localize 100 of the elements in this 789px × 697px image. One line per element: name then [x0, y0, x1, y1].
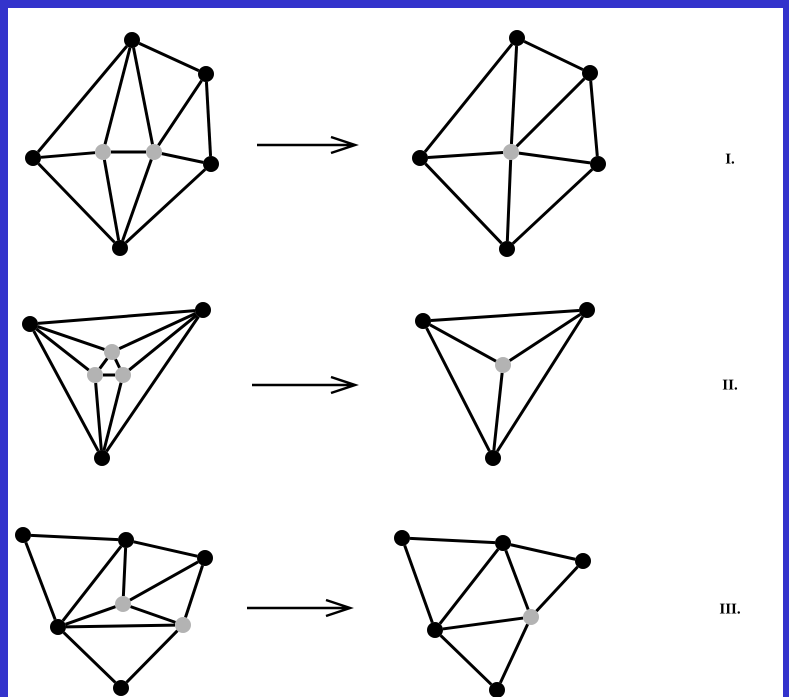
removed-vertex	[115, 596, 131, 612]
graph-edge	[32, 330, 100, 452]
graph-edge	[133, 540, 198, 558]
graph-vertex	[197, 550, 213, 566]
graph-edge	[98, 358, 108, 370]
graph-edge	[403, 545, 434, 623]
removed-vertex	[523, 609, 539, 625]
graph-edge	[425, 327, 491, 452]
graph-vertex	[575, 553, 591, 569]
graph-edge	[589, 80, 599, 156]
graph-edge	[504, 550, 530, 610]
graph-edge	[157, 80, 203, 146]
graph-vertex	[495, 535, 511, 551]
graph-edge	[516, 78, 586, 148]
graph-vertex	[113, 680, 129, 696]
graph-vertex	[412, 150, 428, 166]
graph-vertex	[198, 66, 214, 82]
graph-edge	[510, 543, 576, 561]
graph-edge	[204, 82, 212, 156]
graph-edge	[121, 159, 153, 241]
graph-edge	[424, 162, 503, 244]
removed-vertex	[87, 367, 103, 383]
graph-edge	[508, 313, 582, 362]
graph-edge	[38, 309, 196, 325]
graph-edge	[518, 152, 590, 164]
graph-edge	[66, 624, 176, 628]
graph-vertex	[427, 622, 443, 638]
graph-edge	[510, 46, 518, 144]
graph-edge	[138, 42, 200, 72]
graph-edge	[102, 160, 120, 240]
removed-vertex	[95, 144, 111, 160]
graph-edge	[130, 605, 176, 624]
graph-vertex	[394, 530, 410, 546]
graph-edge	[128, 314, 198, 372]
graph-vertex	[590, 156, 606, 172]
graph-vertex	[485, 450, 501, 466]
graph-edge	[430, 309, 580, 322]
graph-vertex	[50, 619, 66, 635]
removed-vertex	[115, 367, 131, 383]
graph-vertex	[112, 240, 128, 256]
graph-edge	[105, 316, 200, 452]
graph-vertex	[195, 302, 211, 318]
graph-edge	[37, 162, 116, 244]
graph-edge	[126, 630, 178, 684]
graph-vertex	[15, 527, 31, 543]
graph-edge	[496, 316, 584, 452]
graph-edge	[424, 43, 514, 153]
graph-edge	[35, 328, 90, 372]
graph-edge	[492, 372, 504, 450]
removed-vertex	[503, 144, 519, 160]
graph-vertex	[489, 682, 505, 697]
graph-edge	[103, 374, 115, 376]
graph-edge	[65, 605, 116, 626]
step-label: I.	[725, 152, 735, 168]
graph-vertex	[499, 241, 515, 257]
graph-edge	[62, 545, 122, 622]
graph-vertex	[203, 156, 219, 172]
graph-vertex	[94, 450, 110, 466]
graph-edge	[24, 542, 57, 620]
graph-edge	[102, 382, 122, 451]
graph-edge	[124, 168, 206, 244]
graph-vertex	[509, 30, 525, 46]
graph-edge	[438, 548, 500, 625]
removed-vertex	[495, 357, 511, 373]
graph-edge	[111, 150, 146, 154]
step-label: II.	[722, 378, 738, 394]
graph-edge	[114, 358, 121, 368]
graph-edge	[442, 616, 524, 630]
graph-edge	[440, 634, 492, 686]
graph-edge	[129, 560, 199, 602]
graph-edge	[506, 160, 512, 242]
graph-edge	[40, 151, 96, 159]
graph-edge	[512, 168, 594, 245]
removed-vertex	[146, 144, 162, 160]
graph-edge	[132, 48, 154, 144]
graph-edge	[184, 565, 204, 618]
graph-edge	[62, 631, 116, 684]
graph-vertex	[25, 150, 41, 166]
graph-edge	[410, 536, 496, 544]
graph-vertex	[582, 65, 598, 81]
graph-edge	[30, 534, 118, 542]
step-label: III.	[719, 602, 741, 618]
graph-vertex	[579, 302, 595, 318]
graph-edge	[429, 324, 497, 362]
graph-edge	[524, 40, 584, 71]
graph-edge	[94, 382, 103, 450]
graph-edge	[104, 47, 132, 145]
graph-vertex	[22, 316, 38, 332]
graph-vertex	[124, 32, 140, 48]
graph-edge	[535, 566, 579, 612]
graph-vertex	[415, 313, 431, 329]
removed-vertex	[175, 617, 191, 633]
graph-edge	[37, 45, 128, 153]
graph-edge	[428, 151, 504, 159]
removed-vertex	[104, 344, 120, 360]
graph-edge	[162, 152, 204, 164]
graph-vertex	[118, 532, 134, 548]
graph-edge	[118, 312, 196, 350]
graph-edge	[122, 548, 128, 596]
graph-edge	[499, 624, 529, 684]
